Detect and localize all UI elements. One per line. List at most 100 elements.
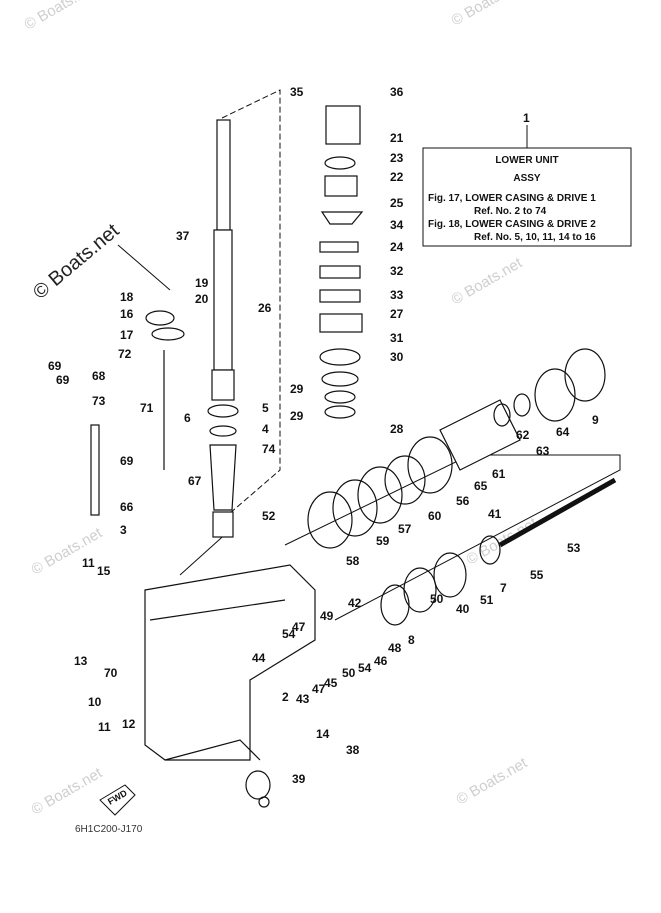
callout-35: 35 bbox=[290, 85, 304, 99]
callout-49: 49 bbox=[320, 609, 334, 623]
callout-23: 23 bbox=[390, 151, 404, 165]
assy-title: LOWER UNIT bbox=[495, 155, 558, 166]
watermark: © Boats.net bbox=[29, 219, 124, 303]
callout-27: 27 bbox=[390, 307, 404, 321]
callout-47: 47 bbox=[312, 682, 326, 696]
callout-45: 45 bbox=[324, 676, 338, 690]
drawing-code: 6H1C200-J170 bbox=[75, 824, 143, 835]
callout-64: 64 bbox=[556, 425, 570, 439]
callout-47: 47 bbox=[292, 620, 306, 634]
callout-58: 58 bbox=[346, 554, 360, 568]
callout-33: 33 bbox=[390, 288, 404, 302]
callout-60: 60 bbox=[428, 509, 442, 523]
callout-31: 31 bbox=[390, 331, 404, 345]
callout-66: 66 bbox=[120, 500, 134, 514]
callout-34: 34 bbox=[390, 218, 404, 232]
callout-61: 61 bbox=[492, 467, 506, 481]
callout-41: 41 bbox=[488, 507, 502, 521]
callout-29: 29 bbox=[290, 409, 304, 423]
assy-subtitle: ASSY bbox=[513, 173, 541, 184]
callout-30: 30 bbox=[390, 350, 404, 364]
callout-72: 72 bbox=[118, 347, 132, 361]
callout-71: 71 bbox=[140, 401, 154, 415]
callout-43: 43 bbox=[296, 692, 310, 706]
callout-8: 8 bbox=[408, 633, 415, 647]
prop-shaft-group bbox=[245, 348, 617, 808]
callout-52: 52 bbox=[262, 509, 276, 523]
callout-21: 21 bbox=[390, 131, 404, 145]
callout-57: 57 bbox=[398, 522, 412, 536]
callout-62: 62 bbox=[516, 428, 530, 442]
callout-20: 20 bbox=[195, 292, 209, 306]
callout-48: 48 bbox=[388, 641, 402, 655]
callout-12: 12 bbox=[122, 717, 136, 731]
callout-5: 5 bbox=[262, 401, 269, 415]
callout-11: 11 bbox=[98, 720, 111, 734]
callout-11: 11 bbox=[82, 556, 95, 570]
callout-17: 17 bbox=[120, 328, 134, 342]
watermark: © Boats.net bbox=[29, 524, 106, 578]
callout-50: 50 bbox=[430, 592, 444, 606]
callout-7: 7 bbox=[500, 581, 507, 595]
callout-42: 42 bbox=[348, 596, 362, 610]
assy-info-box: 1 LOWER UNIT ASSY Fig. 17, LOWER CASING … bbox=[422, 111, 632, 247]
assy-line-4: Ref. No. 5, 10, 11, 14 to 16 bbox=[474, 232, 596, 243]
group-frame-lines bbox=[117, 89, 621, 621]
drive-shaft-group bbox=[90, 105, 364, 538]
callout-74: 74 bbox=[262, 442, 276, 456]
callout-19: 19 bbox=[195, 276, 209, 290]
watermark: © Boats.net bbox=[454, 754, 531, 808]
callout-44: 44 bbox=[252, 651, 266, 665]
callout-67: 67 bbox=[188, 474, 202, 488]
callout-22: 22 bbox=[390, 170, 404, 184]
callout-69: 69 bbox=[120, 454, 134, 468]
callout-25: 25 bbox=[390, 196, 404, 210]
callout-40: 40 bbox=[456, 602, 470, 616]
watermark: © Boats.net bbox=[22, 0, 99, 33]
callout-18: 18 bbox=[120, 290, 134, 304]
callout-65: 65 bbox=[474, 479, 488, 493]
callout-73: 73 bbox=[92, 394, 106, 408]
callout-54: 54 bbox=[282, 627, 296, 641]
assy-line-3: Fig. 18, LOWER CASING & DRIVE 2 bbox=[428, 219, 596, 230]
callout-36: 36 bbox=[390, 85, 404, 99]
callout-15: 15 bbox=[97, 564, 111, 578]
callout-10: 10 bbox=[88, 695, 102, 709]
callout-39: 39 bbox=[292, 772, 306, 786]
callout-4: 4 bbox=[262, 422, 269, 436]
callout-51: 51 bbox=[480, 593, 494, 607]
callout-6: 6 bbox=[184, 411, 191, 425]
callout-3: 3 bbox=[120, 523, 127, 537]
callout-50: 50 bbox=[342, 666, 356, 680]
callout-53: 53 bbox=[567, 541, 581, 555]
callout-2: 2 bbox=[282, 690, 289, 704]
assy-ref: 1 bbox=[523, 111, 530, 125]
watermark: © Boats.net bbox=[29, 764, 106, 818]
fwd-arrow: FWD bbox=[99, 784, 136, 816]
callout-69: 69 bbox=[56, 373, 70, 387]
lower-casing bbox=[144, 564, 316, 761]
assy-line-2: Ref. No. 2 to 74 bbox=[474, 206, 547, 217]
callout-26: 26 bbox=[258, 301, 272, 315]
callout-14: 14 bbox=[316, 727, 330, 741]
callout-55: 55 bbox=[530, 568, 544, 582]
callout-29: 29 bbox=[290, 382, 304, 396]
callout-56: 56 bbox=[456, 494, 470, 508]
callout-16: 16 bbox=[120, 307, 134, 321]
callout-24: 24 bbox=[390, 240, 404, 254]
callout-9: 9 bbox=[592, 413, 599, 427]
callout-28: 28 bbox=[390, 422, 404, 436]
callout-46: 46 bbox=[374, 654, 388, 668]
callout-54: 54 bbox=[358, 661, 372, 675]
callout-38: 38 bbox=[346, 743, 360, 757]
callout-59: 59 bbox=[376, 534, 390, 548]
callout-68: 68 bbox=[92, 369, 106, 383]
callout-32: 32 bbox=[390, 264, 404, 278]
watermark: © Boats.net bbox=[449, 254, 526, 308]
callout-37: 37 bbox=[176, 229, 190, 243]
callout-63: 63 bbox=[536, 444, 550, 458]
callout-13: 13 bbox=[74, 654, 88, 668]
watermark: © Boats.net bbox=[449, 0, 526, 29]
